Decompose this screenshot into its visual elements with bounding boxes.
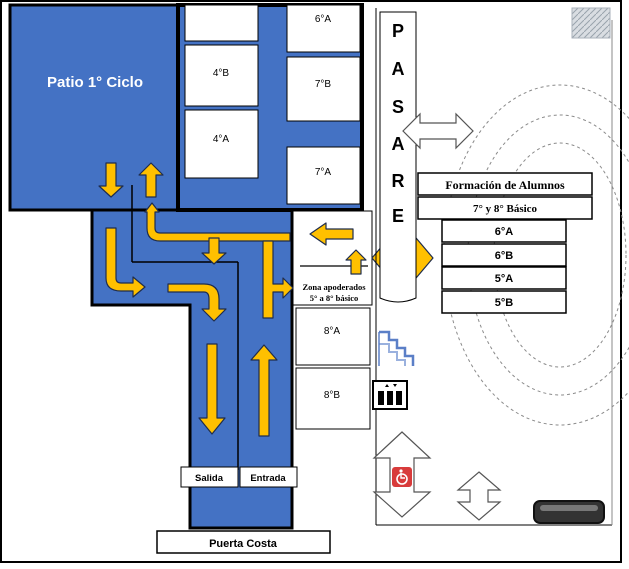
pasarela-letter: P [392,21,404,41]
formacion-row-label: 6°B [495,250,514,262]
formacion-row [441,219,567,243]
label-4b: 4°B [213,68,230,79]
double-arrow-small-vertical-icon [456,471,502,521]
apoderados-label: Zona apoderados 5° a 8° básico [302,282,366,303]
arrow-junction-down-icon [201,237,227,265]
rooms [184,4,373,430]
arrow-down-right-icon [262,240,294,319]
apoderados-line2: 5° a 8° básico [310,293,359,303]
label-8a: 8°A [324,326,341,337]
formacion-row-label: 5°B [495,297,514,309]
arrow-right-down-curve-icon [167,283,227,322]
pasarela-letter: A [392,134,405,154]
label-6a: 6°A [315,14,332,25]
room-top-left [184,4,259,42]
label-7a: 7°A [315,167,332,178]
pasarela: P A S A R E [375,8,417,525]
formacion-title: Formación de Alumnos [445,178,565,192]
pasarela-letter: E [392,206,404,226]
room-6a [286,4,361,53]
formacion-row [441,266,567,290]
patio-label: Patio 1° Ciclo [47,74,143,91]
room-4a [184,109,259,179]
stairs-icon [378,330,415,366]
arrow-up-icon [138,162,164,198]
pasarela-bar [379,11,417,303]
room-8b [295,367,371,430]
arrow-up-right-curve-icon [144,202,291,242]
formacion-title-cell [417,172,593,196]
label-4a: 4°A [213,134,230,145]
elevator-icon [372,380,408,410]
bench-icon [533,500,605,524]
pasarela-letter: R [392,171,405,191]
puerta-costa-box [156,530,331,554]
salida-box [180,466,239,488]
room-7a [286,146,361,205]
hatched-object-icon [571,7,611,39]
pasarela-letter: S [392,97,404,117]
exit-labels: Salida Entrada Puerta Costa [156,466,331,554]
entrada-label: Entrada [250,473,286,484]
arrow-corridor-up-icon [250,344,278,437]
arrow-down-right-curve-icon [105,227,146,298]
entrada-box [239,466,298,488]
arrow-small-up-icon [345,249,367,275]
room-8a [295,307,371,366]
room-4b [184,44,259,107]
arrow-corridor-down-icon [198,343,226,435]
salida-label: Salida [195,473,224,484]
wheelchair-icon [392,467,412,487]
arrow-down-icon [98,162,124,198]
formacion-table: Formación de Alumnos 7° y 8° Básico 6°A … [417,172,593,314]
formacion-row-label: 5°A [495,273,514,285]
label-7b: 7°B [315,79,332,90]
label-8b: 8°B [324,390,341,401]
room-labels: 4°B 4°A 6°A 7°B 7°A 8°A 8°B [213,14,341,401]
room-7b [286,56,361,122]
formacion-row [441,243,567,267]
formacion-subtitle: 7° y 8° Básico [473,203,538,215]
pasarela-letter: A [392,59,405,79]
arrow-left-icon [309,222,354,246]
puerta-costa-label: Puerta Costa [209,538,278,550]
double-arrow-horizontal-icon [402,112,474,150]
formacion-row-label: 6°A [495,226,514,238]
formacion-row [441,290,567,314]
formacion-subtitle-cell [417,196,593,220]
apoderados-line1: Zona apoderados [302,282,366,292]
